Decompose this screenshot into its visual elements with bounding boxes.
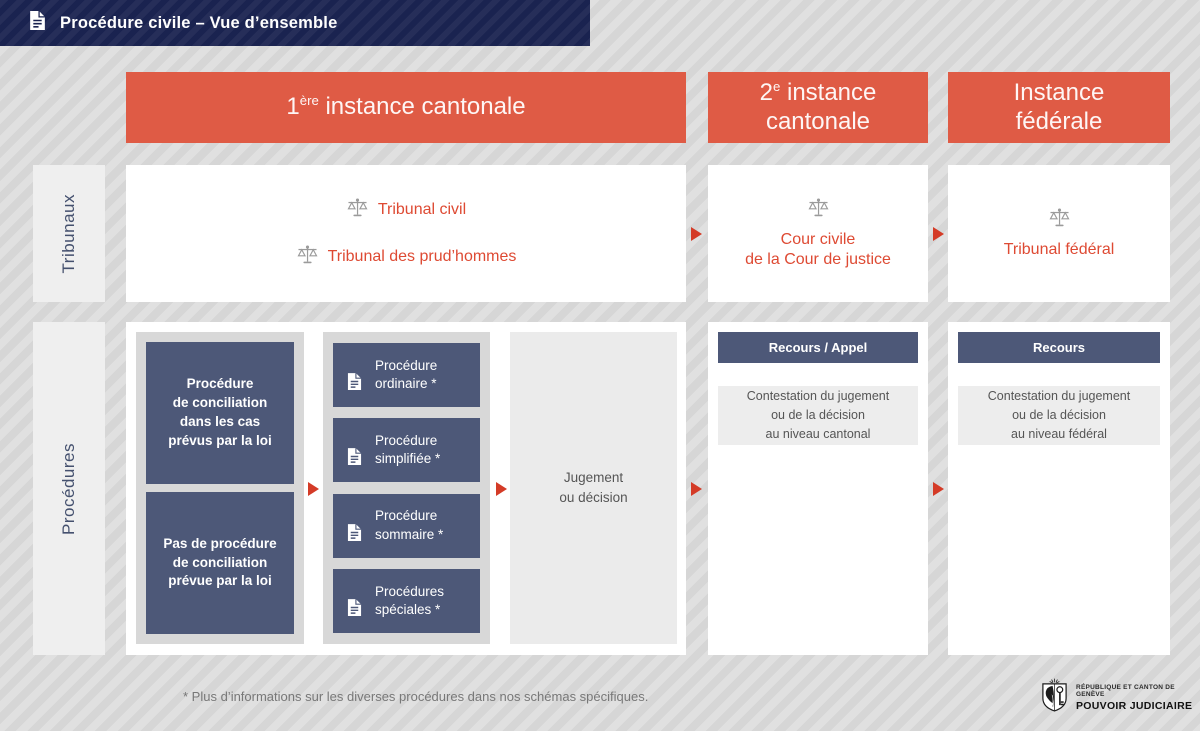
arrow-right-icon	[691, 227, 702, 241]
procedure-type-label: Procédure sommaire *	[375, 508, 444, 542]
rail-procedures: Procédures	[33, 322, 105, 655]
geneva-judiciary-logo: RÉPUBLIQUE ET CANTON DE GENÈVE POUVOIR J…	[1040, 678, 1200, 717]
document-icon	[347, 429, 362, 471]
court-label: Tribunal civil	[377, 201, 467, 218]
column-header-text: 2e instance cantonale	[759, 78, 877, 135]
box-appeal-cantonal	[708, 322, 928, 655]
rail-tribunaux-label: Tribunaux	[59, 193, 78, 274]
page-title: Procédure civile – Vue d’ensemble	[60, 13, 338, 32]
document-icon	[347, 580, 362, 622]
arrow-right-icon	[933, 482, 944, 496]
conciliation-container: Procédure de conciliation dans les cas p…	[136, 332, 304, 644]
column-header-text: 1ère instance cantonale	[286, 93, 526, 121]
arrow-right-icon	[496, 482, 507, 496]
column-header-federal-instance: Instance fédérale	[948, 72, 1170, 143]
rail-tribunaux: Tribunaux	[33, 165, 105, 302]
document-icon	[29, 10, 46, 36]
procedure-simplifiee-box: Procédure simplifiée *	[333, 418, 480, 483]
no-conciliation-box: Pas de procédure de conciliation prévue …	[146, 492, 294, 634]
scales-icon	[807, 198, 830, 223]
procedure-ordinaire-box: Procédure ordinaire *	[333, 343, 480, 407]
box-appeal-federal	[948, 322, 1170, 655]
column-header-text: Instance fédérale	[1013, 78, 1105, 135]
procedures-speciales-box: Procédures spéciales *	[333, 568, 480, 633]
footnote: * Plus d’informations sur les diverses p…	[183, 689, 649, 704]
logo-text: RÉPUBLIQUE ET CANTON DE GENÈVE POUVOIR J…	[1076, 684, 1200, 712]
scales-icon	[346, 198, 369, 223]
procedure-type-label: Procédure simplifiée *	[375, 433, 441, 467]
judgment-box: Jugement ou décision	[510, 332, 677, 644]
recours-appel-header: Recours / Appel	[718, 332, 918, 363]
box-tribunals-first-instance: Tribunal civil Tribunal des prud’hommes	[126, 165, 686, 302]
procedure-types-container: Procédure ordinaire * Procédure simplifi…	[323, 332, 490, 644]
box-tribunal-second-instance: Cour civile de la Cour de justice	[708, 165, 928, 302]
recours-header: Recours	[958, 332, 1160, 363]
procedure-sommaire-box: Procédure sommaire *	[333, 493, 480, 558]
geneva-coat-of-arms-icon	[1040, 678, 1069, 717]
logo-line-pouvoir-judiciaire: POUVOIR JUDICIAIRE	[1076, 699, 1193, 712]
court-cour-civile: Cour civile de la Cour de justice	[708, 165, 928, 302]
title-bar: Procédure civile – Vue d’ensemble	[0, 0, 590, 46]
document-icon	[347, 354, 362, 396]
document-icon	[347, 504, 362, 546]
logo-line-republique: RÉPUBLIQUE ET CANTON DE GENÈVE	[1076, 683, 1175, 698]
court-tribunal-civil: Tribunal civil	[346, 198, 466, 223]
scales-icon	[296, 245, 319, 270]
column-header-second-instance: 2e instance cantonale	[708, 72, 928, 143]
contestation-federal-box: Contestation du jugement ou de la décisi…	[958, 386, 1160, 445]
box-tribunal-federal: Tribunal fédéral	[948, 165, 1170, 302]
court-label: Tribunal des prud’hommes	[327, 248, 517, 265]
procedure-type-label: Procédures spéciales *	[375, 583, 445, 617]
scales-icon	[1048, 208, 1071, 233]
rail-procedures-label: Procédures	[59, 442, 78, 535]
court-tribunal-prudhommes: Tribunal des prud’hommes	[296, 245, 517, 270]
arrow-right-icon	[933, 227, 944, 241]
contestation-cantonal-box: Contestation du jugement ou de la décisi…	[718, 386, 918, 445]
conciliation-box: Procédure de conciliation dans les cas p…	[146, 342, 294, 484]
arrow-right-icon	[691, 482, 702, 496]
court-tribunal-federal: Tribunal fédéral	[948, 165, 1170, 302]
court-label: Tribunal fédéral	[1003, 240, 1115, 258]
column-header-first-instance: 1ère instance cantonale	[126, 72, 686, 143]
court-label: Cour civile de la Cour de justice	[745, 230, 891, 268]
arrow-right-icon	[308, 482, 319, 496]
procedure-type-label: Procédure ordinaire *	[375, 357, 438, 391]
